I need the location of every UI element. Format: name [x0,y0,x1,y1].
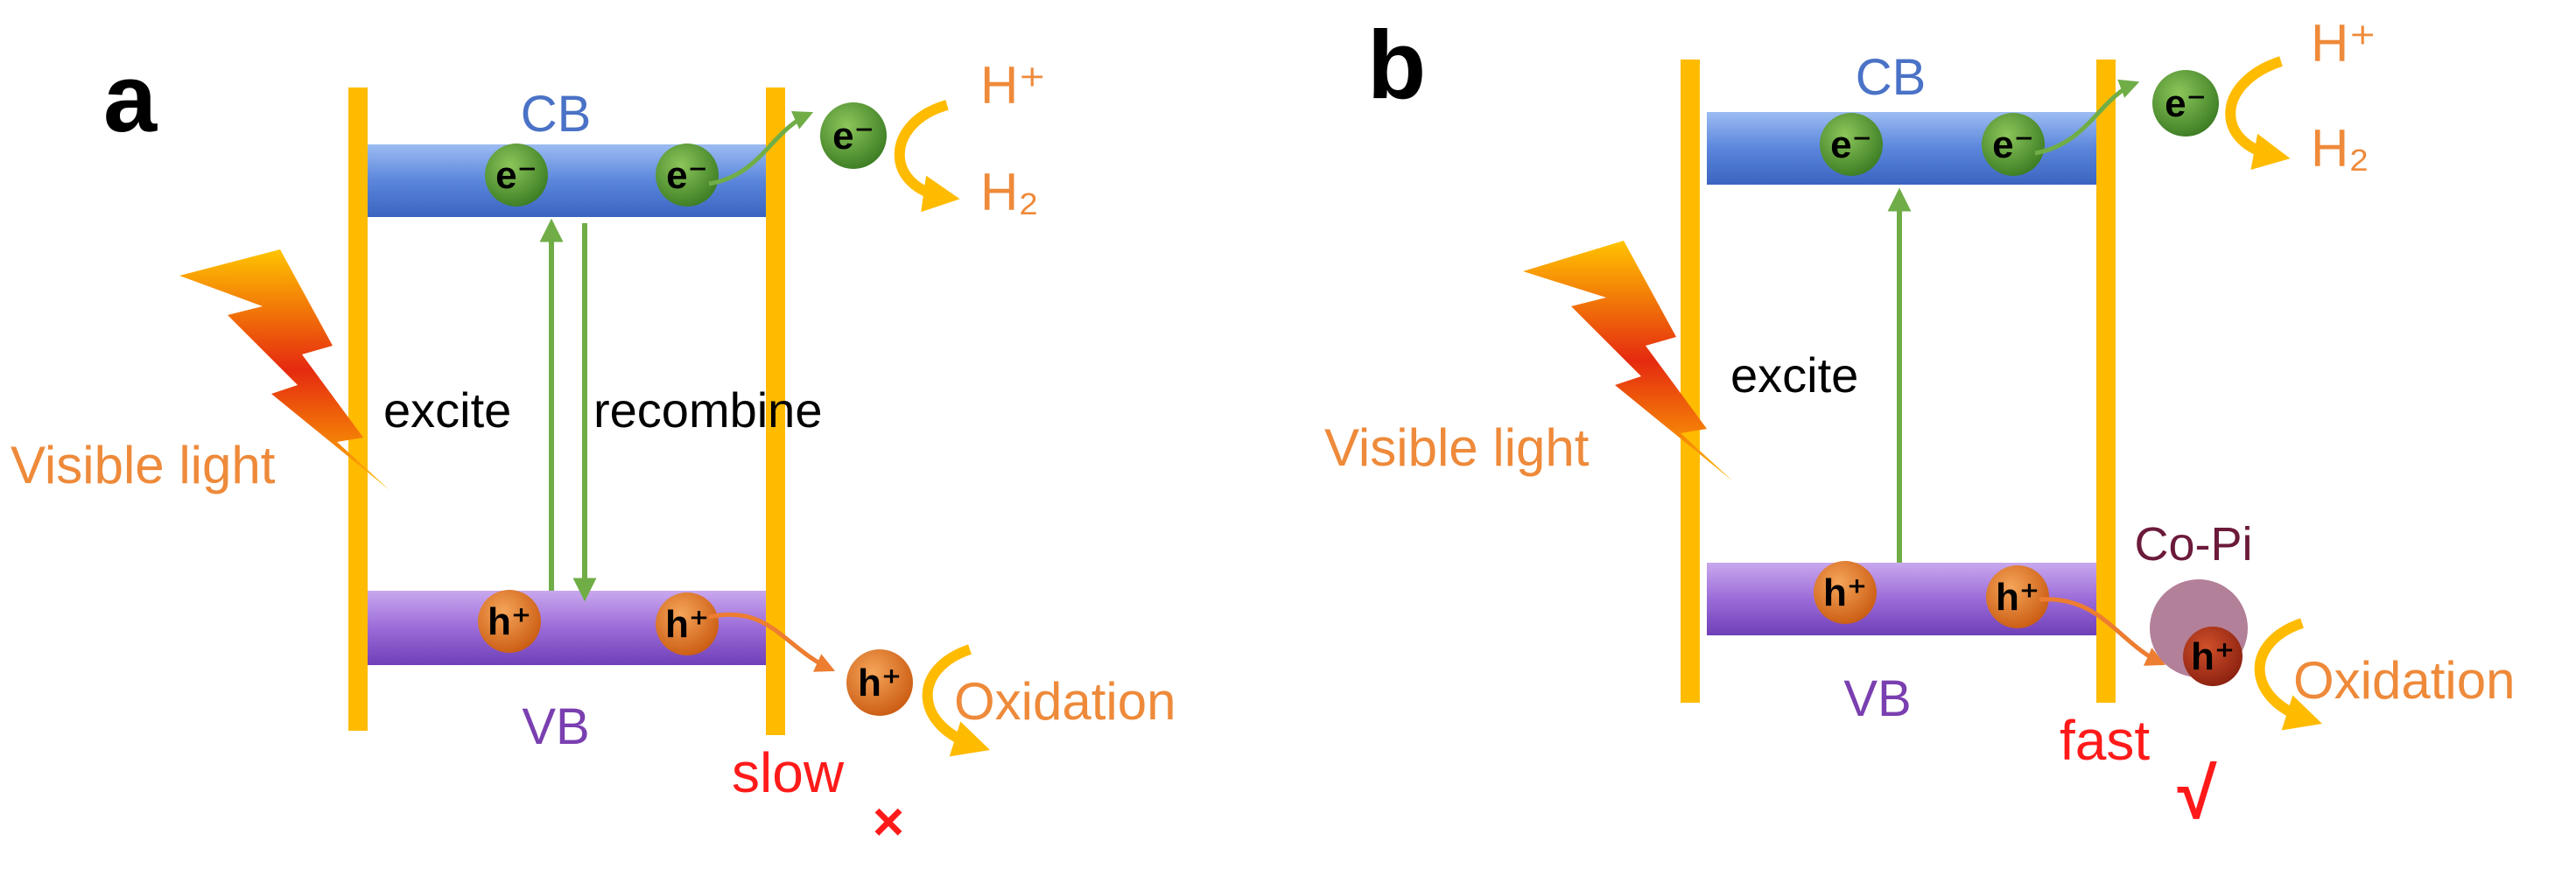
cb-label: CB [521,86,592,143]
hole-label: h⁺ [858,662,902,704]
cross-mark-icon: × [873,792,904,852]
hole-icon [846,649,913,716]
right-border-bar [766,88,785,735]
lightning-bolt-icon [1523,241,1733,481]
electron-label: e⁻ [666,154,708,197]
hole-transfer-arrow [708,612,836,672]
electron-icon [1820,113,1883,176]
electron-label: e⁻ [1992,123,2034,166]
excite-label: excite [383,382,511,438]
oxidation-label: Oxidation [2293,651,2515,710]
excite-label: excite [1730,347,1858,403]
electron-icon [1982,113,2045,176]
electron-label: e⁻ [495,154,537,197]
panel-letter-b: b [1367,11,1426,119]
visible-light-label: Visible light [11,436,276,494]
speed-label: slow [732,741,845,804]
oxidation-arrow [2254,618,2323,731]
hole-icon [1986,565,2049,628]
electron-icon [485,144,548,207]
hole-icon [2183,627,2243,686]
electron-icon [2152,70,2219,137]
reduction-arrow [2225,56,2291,171]
oxidation-arrow [922,644,991,757]
electron-transfer-arrow [2034,79,2140,156]
vb-label: VB [522,698,589,755]
hole-label: h⁺ [488,600,531,643]
electron-label: e⁻ [832,115,874,158]
reduction-arrow [894,100,960,213]
co-pi-label: Co-Pi [2134,518,2252,571]
oxidation-label: Oxidation [954,672,1176,731]
hole-icon [1814,561,1877,624]
electron-transfer-arrow [708,111,814,186]
vb-label: VB [1843,670,1911,727]
hole-label: h⁺ [665,603,709,646]
recombine-label: recombine [593,382,822,438]
panel-a: a CB VB Visible light excite recombine e… [11,45,1176,852]
cb-label: CB [1856,49,1927,106]
left-border-bar [1681,60,1700,703]
right-border-bar [2096,60,2116,703]
h2-label: H₂ [980,163,1039,221]
panel-b: b CB VB Visible light excite e⁻ e⁻ e⁻ H⁺… [1324,11,2515,834]
h2-label: H₂ [2311,119,2369,178]
electron-label: e⁻ [2165,82,2207,125]
electron-label: e⁻ [1830,123,1872,166]
left-border-bar [348,88,368,731]
visible-light-label: Visible light [1324,418,1590,477]
lightning-bolt-icon [179,249,390,490]
hole-label: h⁺ [2191,635,2235,678]
panel-letter-a: a [103,45,158,152]
electron-icon [656,144,719,207]
hole-icon [478,590,541,653]
hole-label: h⁺ [1996,576,2039,619]
check-mark-icon: √ [2177,754,2217,834]
speed-label: fast [2060,709,2150,772]
h-plus-label: H⁺ [2311,14,2376,73]
hole-transfer-arrow [2039,597,2166,666]
h-plus-label: H⁺ [980,56,1046,115]
hole-label: h⁺ [1823,571,1867,614]
hole-icon [656,592,719,655]
electron-icon [820,102,887,169]
